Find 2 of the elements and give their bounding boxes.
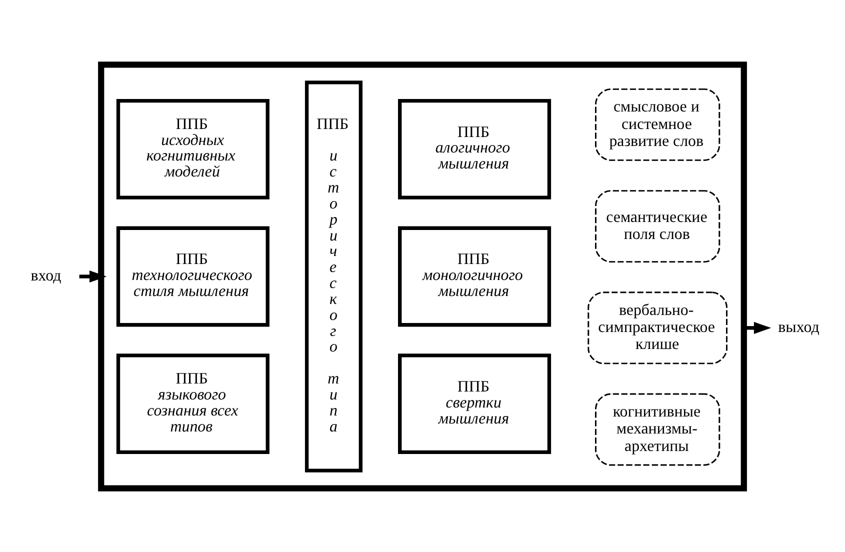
node-text: вход: [30, 267, 62, 284]
node-text: выход: [778, 318, 820, 336]
